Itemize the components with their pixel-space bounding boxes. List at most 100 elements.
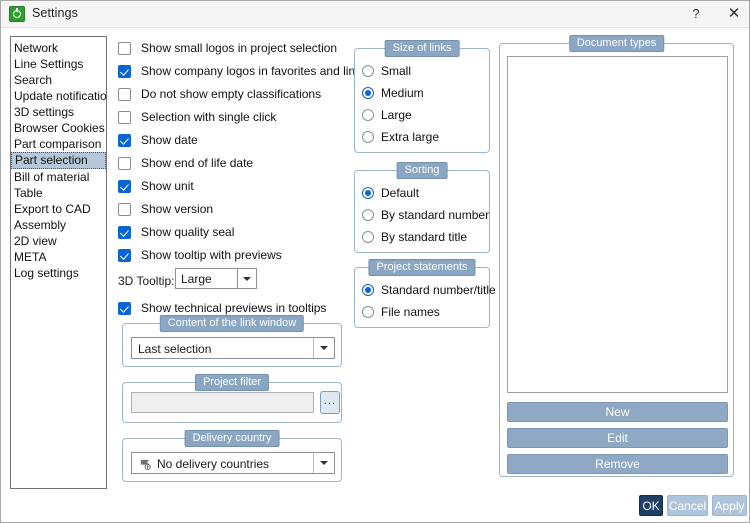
sidebar-item-table[interactable]: Table — [14, 186, 43, 200]
radio-statement-standard-number-title[interactable]: Standard number/title — [355, 279, 496, 301]
sidebar-item-2d-view[interactable]: 2D view — [14, 234, 57, 248]
size-of-links-group: Size of links Small Medium Large Extra l… — [354, 40, 490, 153]
checkbox-single-click-selection[interactable]: Selection with single click — [118, 106, 346, 129]
radio-button[interactable] — [362, 109, 374, 121]
radio-sorting-by-standard-number[interactable]: By standard number — [355, 204, 489, 226]
radio-label: Extra large — [381, 130, 440, 144]
radio-label: Large — [381, 108, 412, 122]
checkbox-show-unit[interactable]: Show unit — [118, 175, 346, 198]
checkbox-box[interactable] — [118, 203, 131, 216]
checkbox-label: Show unit — [141, 179, 194, 193]
checkbox-show-date[interactable]: Show date — [118, 129, 346, 152]
checkbox-label: Do not show empty classifications — [141, 87, 322, 101]
checkbox-box[interactable] — [118, 180, 131, 193]
checkbox-label: Show tooltip with previews — [141, 248, 282, 262]
checkbox-label: Selection with single click — [141, 110, 277, 124]
checkbox-label: Show end of life date — [141, 156, 254, 170]
checkbox-show-company-logos[interactable]: Show company logos in favorites and link… — [118, 60, 367, 83]
sidebar-item-line-settings[interactable]: Line Settings — [14, 57, 84, 71]
size-of-links-group-title: Size of links — [384, 40, 460, 57]
link-window-content-value: Last selection — [138, 342, 212, 356]
remove-button[interactable]: Remove — [507, 454, 728, 474]
radio-sorting-by-standard-title[interactable]: By standard title — [355, 226, 489, 248]
sidebar-item-log-settings[interactable]: Log settings — [14, 266, 79, 280]
checkbox-label: Show technical previews in tooltips — [141, 301, 327, 315]
title-bar: Settings ? ✕ — [1, 1, 749, 28]
sidebar-item-browser-cookies[interactable]: Browser Cookies — [14, 121, 105, 135]
checkbox-box[interactable] — [118, 134, 131, 147]
radio-button[interactable] — [362, 65, 374, 77]
edit-button[interactable]: Edit — [507, 428, 728, 448]
radio-button[interactable] — [362, 284, 374, 296]
radio-label: Default — [381, 186, 420, 200]
3d-tooltip-select[interactable]: Large — [175, 268, 257, 289]
chevron-down-icon[interactable] — [237, 269, 256, 288]
3d-tooltip-label: 3D Tooltip: — [118, 274, 175, 288]
radio-size-large[interactable]: Large — [355, 104, 489, 126]
sorting-group: Sorting Default By standard number By st… — [354, 162, 490, 253]
radio-sorting-default[interactable]: Default — [355, 182, 489, 204]
checkbox-box[interactable] — [118, 302, 131, 315]
checkbox-label: Show small logos in project selection — [141, 41, 338, 55]
sidebar-item-assembly[interactable]: Assembly — [14, 218, 67, 232]
apply-button[interactable]: Apply — [712, 495, 747, 516]
radio-button[interactable] — [362, 209, 374, 221]
project-filter-input[interactable] — [131, 392, 314, 413]
checkbox-box[interactable] — [118, 157, 131, 170]
radio-size-small[interactable]: Small — [355, 60, 489, 82]
sidebar-item-network[interactable]: Network — [14, 41, 59, 55]
radio-button[interactable] — [362, 87, 374, 99]
document-types-list[interactable] — [507, 56, 728, 393]
sidebar-item-part-selection[interactable]: Part selection — [11, 152, 106, 169]
project-filter-browse-button[interactable]: ... — [320, 391, 340, 414]
checkbox-box[interactable] — [118, 88, 131, 101]
project-filter-group: Project filter ... — [122, 374, 342, 423]
radio-size-medium[interactable]: Medium — [355, 82, 489, 104]
sidebar-item-export-to-cad[interactable]: Export to CAD — [14, 202, 91, 216]
checkbox-label: Show company logos in favorites and link… — [141, 64, 368, 78]
chevron-down-icon[interactable] — [313, 338, 334, 358]
checkbox-box[interactable] — [118, 226, 131, 239]
sidebar-item-meta[interactable]: META — [14, 250, 47, 264]
radio-statement-file-names[interactable]: File names — [355, 301, 489, 323]
radio-button[interactable] — [362, 306, 374, 318]
checkbox-show-small-logos[interactable]: Show small logos in project selection — [118, 37, 346, 60]
checkbox-show-end-of-life-date[interactable]: Show end of life date — [118, 152, 346, 175]
new-button[interactable]: New — [507, 402, 728, 422]
chevron-down-icon[interactable] — [313, 453, 334, 473]
checkbox-show-tooltip-with-previews[interactable]: Show tooltip with previews — [118, 244, 346, 267]
document-types-group: Document types New Edit Remove — [499, 35, 734, 477]
checkbox-hide-empty-classifications[interactable]: Do not show empty classifications — [118, 83, 346, 106]
checkbox-show-version[interactable]: Show version — [118, 198, 346, 221]
window-title: Settings — [32, 6, 78, 20]
link-window-content-select[interactable]: Last selection — [131, 337, 335, 359]
radio-button[interactable] — [362, 187, 374, 199]
radio-button[interactable] — [362, 131, 374, 143]
sidebar-item-bill-of-material[interactable]: Bill of material — [14, 170, 90, 184]
checkbox-show-technical-previews[interactable]: Show technical previews in tooltips — [118, 297, 346, 320]
cancel-button[interactable]: Cancel — [667, 495, 708, 516]
delivery-country-group: Delivery country No delivery countries — [122, 430, 342, 482]
delivery-country-select[interactable]: No delivery countries — [131, 452, 335, 474]
checkbox-box[interactable] — [118, 42, 131, 55]
settings-gear-icon — [9, 6, 25, 22]
checkbox-box[interactable] — [118, 249, 131, 262]
checkbox-show-quality-seal[interactable]: Show quality seal — [118, 221, 346, 244]
ok-button[interactable]: OK — [639, 495, 663, 516]
radio-label: File names — [381, 305, 440, 319]
link-window-group: Content of the link window Last selectio… — [122, 315, 342, 367]
sidebar-item-update-notification[interactable]: Update notification — [14, 89, 107, 103]
close-icon[interactable]: ✕ — [727, 5, 741, 22]
radio-size-extra-large[interactable]: Extra large — [355, 126, 489, 148]
checkbox-label: Show version — [141, 202, 214, 216]
checkbox-box[interactable] — [118, 111, 131, 124]
sidebar-item-part-comparison[interactable]: Part comparison — [14, 137, 102, 151]
checkbox-box[interactable] — [118, 65, 131, 78]
radio-button[interactable] — [362, 231, 374, 243]
help-icon[interactable]: ? — [692, 6, 700, 21]
sidebar-item-3d-settings[interactable]: 3D settings — [14, 105, 75, 119]
sorting-group-title: Sorting — [396, 162, 448, 179]
settings-category-list[interactable]: Network Line Settings Search Update noti… — [10, 36, 107, 489]
sidebar-item-search[interactable]: Search — [14, 73, 53, 87]
